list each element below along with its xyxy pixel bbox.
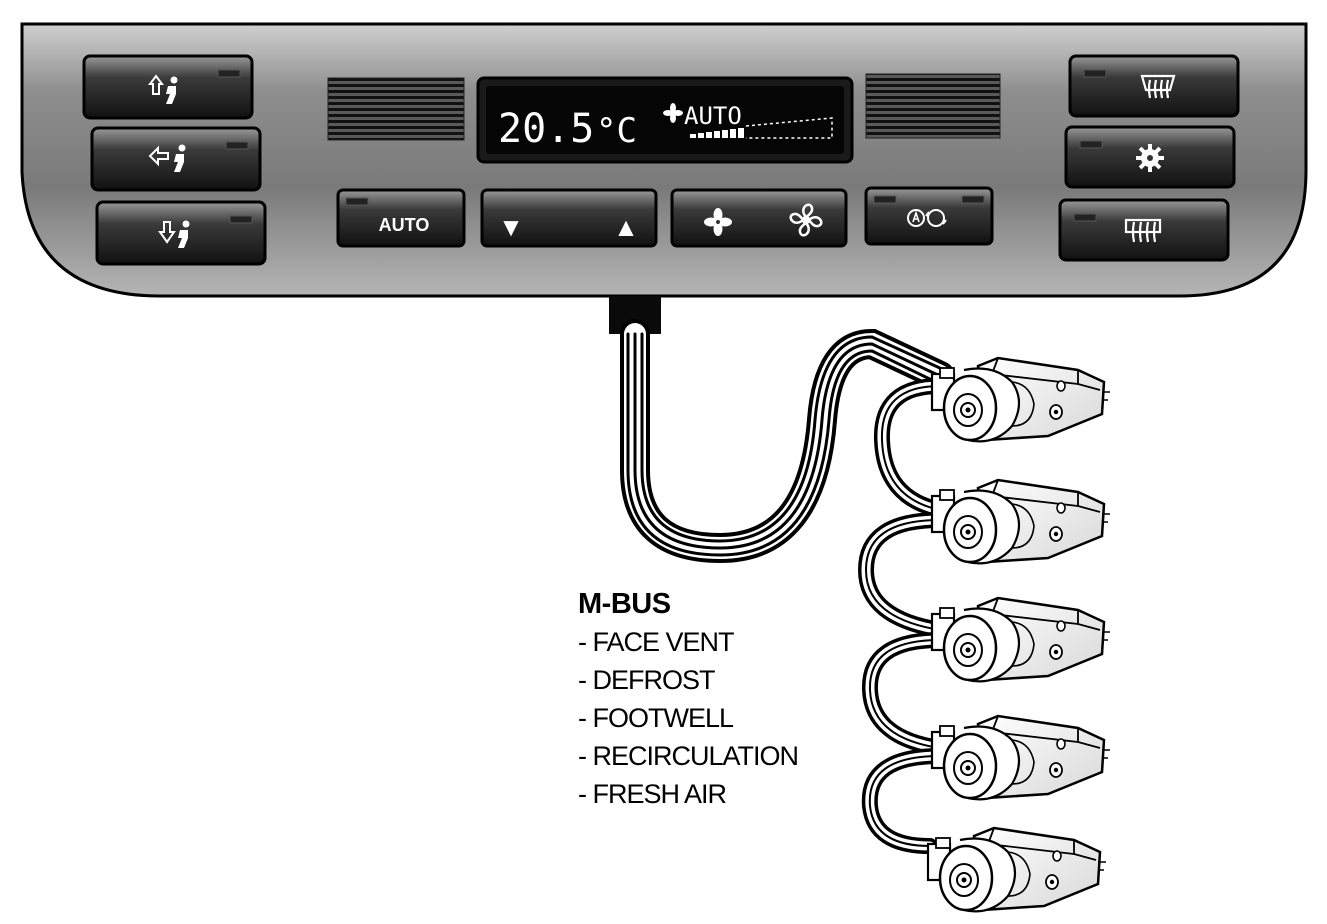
lcd-mode: AUTO [684, 102, 742, 130]
windshield-defrost-icon [1124, 218, 1162, 243]
lcd-display: 20.5 °C AUTO [476, 76, 854, 164]
legend-item-recirculation: - RECIRCULATION [578, 741, 799, 771]
ac-compressor-icon [1136, 144, 1164, 172]
face-side-button[interactable] [90, 126, 262, 192]
legend-item-defrost: - DEFROST [578, 665, 716, 695]
temperature-rocker[interactable]: ▼ ▲ [480, 188, 658, 248]
rear-defrost-icon [1140, 74, 1176, 99]
auto-button-label: AUTO [379, 215, 430, 235]
lcd-fan-icon [663, 103, 683, 123]
face-vent-motor [930, 356, 1110, 443]
recirculation-motor [930, 714, 1110, 801]
fan-high-icon[interactable] [789, 203, 823, 237]
legend-item-footwell: - FOOTWELL [578, 703, 734, 733]
footwell-button[interactable] [95, 200, 267, 266]
face-vent-button[interactable] [82, 54, 254, 120]
m-bus-legend: M-BUS - FACE VENT - DEFROST - FOOTWELL -… [578, 586, 878, 813]
m-bus-cable [620, 319, 955, 854]
auto-button[interactable]: AUTO [336, 188, 466, 248]
legend-title: M-BUS [578, 588, 671, 620]
lcd-unit: °C [596, 111, 637, 151]
temp-up-button[interactable]: ▲ [613, 212, 639, 242]
lcd-temperature: 20.5 [498, 106, 594, 152]
defrost-motor [930, 478, 1110, 565]
legend-item-face-vent: - FACE VENT [578, 627, 735, 657]
right-vent-grille [865, 73, 1001, 139]
legend-item-fresh-air: - FRESH AIR [578, 779, 727, 809]
lcd-fan-speed-bar [690, 117, 833, 139]
seat-arrow-down-icon [158, 220, 190, 248]
footwell-motor [930, 596, 1110, 683]
recirculation-button[interactable] [864, 186, 994, 246]
seat-arrow-left-icon [148, 144, 186, 172]
left-vent-grille [327, 77, 465, 141]
fresh-air-motor [926, 826, 1106, 913]
windshield-defrost-button[interactable] [1058, 198, 1230, 262]
temp-down-button[interactable]: ▼ [498, 212, 524, 242]
rear-defrost-button[interactable] [1068, 54, 1240, 118]
stepper-motors [926, 356, 1110, 913]
fan-low-icon[interactable] [704, 208, 732, 236]
ac-button[interactable] [1064, 125, 1236, 189]
fan-speed-rocker[interactable] [670, 188, 848, 248]
recirculation-icon [907, 209, 947, 227]
seat-arrow-up-icon [148, 74, 178, 104]
